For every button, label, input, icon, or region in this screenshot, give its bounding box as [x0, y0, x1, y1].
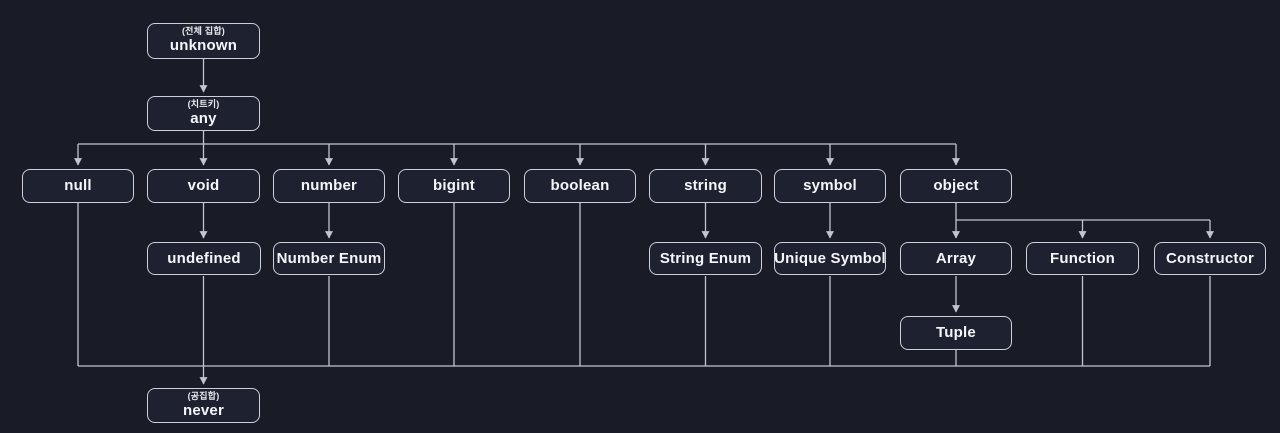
node-any-label: any [190, 109, 217, 127]
node-constructor: Constructor [1154, 242, 1266, 275]
node-number-label: number [300, 177, 358, 195]
node-number-enum-label: Number Enum [276, 249, 382, 267]
node-number-enum: Number Enum [273, 242, 385, 275]
node-symbol: symbol [774, 169, 886, 203]
node-undefined: undefined [147, 242, 261, 275]
node-function: Function [1026, 242, 1139, 275]
node-undefined-label: undefined [167, 249, 241, 267]
node-boolean: boolean [524, 169, 636, 203]
node-unknown: (전체 집합) unknown [147, 23, 260, 59]
node-string-enum: String Enum [649, 242, 762, 275]
node-unknown-label: unknown [169, 37, 238, 55]
node-unknown-sublabel: (전체 집합) [181, 26, 225, 37]
node-any-sublabel: (치트키) [187, 98, 220, 109]
node-boolean-label: boolean [550, 177, 610, 195]
node-bigint-label: bigint [432, 177, 476, 195]
node-object-label: object [933, 177, 979, 195]
node-never-sublabel: (공집합) [187, 390, 220, 401]
node-array-label: Array [935, 249, 977, 267]
node-any: (치트키) any [147, 96, 260, 131]
node-void-label: void [187, 177, 220, 195]
node-unique-symbol: Unique Symbol [774, 242, 886, 275]
node-symbol-label: symbol [803, 177, 857, 195]
node-function-label: Function [1050, 249, 1115, 267]
node-object: object [900, 169, 1012, 203]
node-number: number [273, 169, 385, 203]
node-never: (공집합) never [147, 388, 260, 423]
node-array: Array [900, 242, 1012, 275]
node-unique-symbol-label: Unique Symbol [774, 249, 886, 267]
node-string: string [649, 169, 762, 203]
node-tuple: Tuple [900, 316, 1012, 350]
node-constructor-label: Constructor [1165, 249, 1255, 267]
node-tuple-label: Tuple [936, 324, 976, 342]
node-null-label: null [64, 177, 92, 195]
node-null: null [22, 169, 134, 203]
node-string-label: string [684, 177, 727, 195]
node-void: void [147, 169, 260, 203]
node-never-label: never [182, 401, 225, 419]
node-bigint: bigint [398, 169, 510, 203]
node-string-enum-label: String Enum [659, 249, 752, 267]
